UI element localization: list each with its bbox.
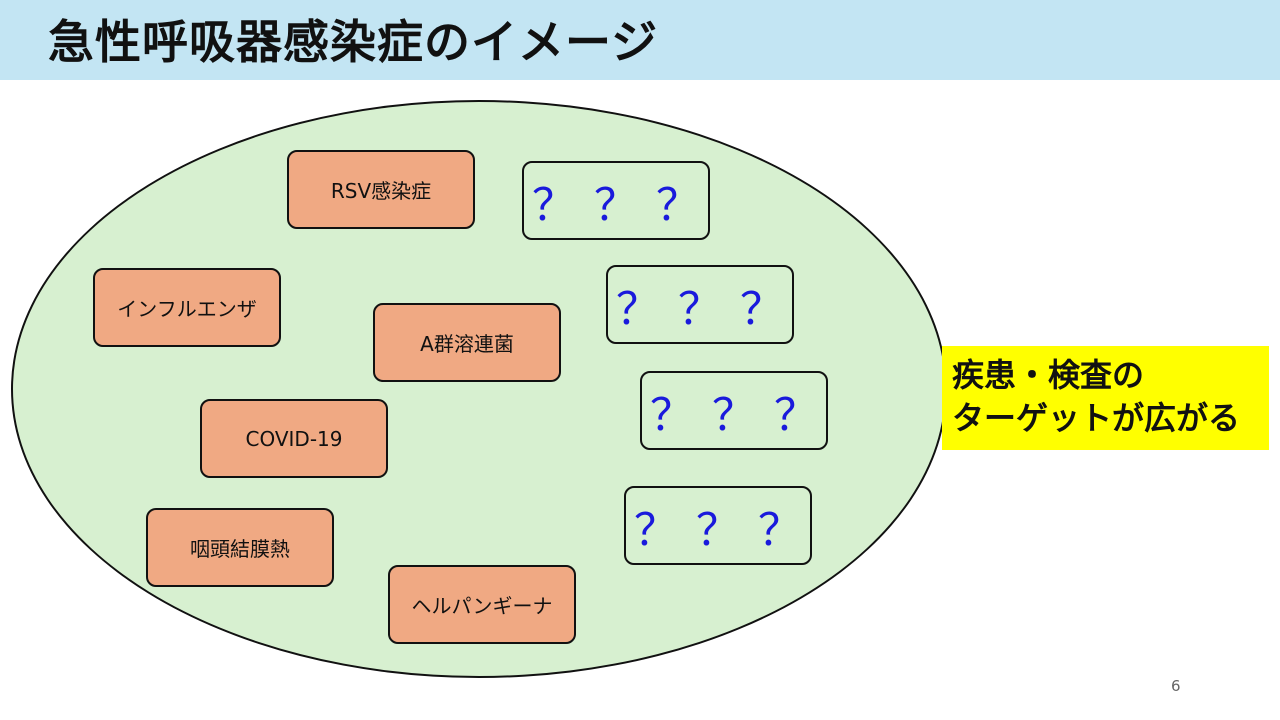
disease-box-rsv: RSV感染症 <box>287 150 475 229</box>
callout-box: 疾患・検査の ターゲットが広がる <box>942 346 1269 450</box>
disease-box-pharyngoconjunctival-fever: 咽頭結膜熱 <box>146 508 334 587</box>
disease-box-covid19: COVID-19 <box>200 399 388 478</box>
page-number: 6 <box>1171 677 1181 695</box>
callout-line1: 疾患・検査の <box>952 356 1145 394</box>
unknown-box: ？？？ <box>606 265 794 344</box>
slide-title: 急性呼吸器感染症のイメージ <box>48 15 659 69</box>
disease-box-herpangina: ヘルパンギーナ <box>388 565 576 644</box>
unknown-box: ？？？ <box>640 371 828 450</box>
title-band <box>0 0 1280 80</box>
unknown-box: ？？？ <box>522 161 710 240</box>
unknown-box: ？？？ <box>624 486 812 565</box>
disease-box-group-a-strep: A群溶連菌 <box>373 303 561 382</box>
callout-line2: ターゲットが広がる <box>952 399 1241 437</box>
disease-box-influenza: インフルエンザ <box>93 268 281 347</box>
